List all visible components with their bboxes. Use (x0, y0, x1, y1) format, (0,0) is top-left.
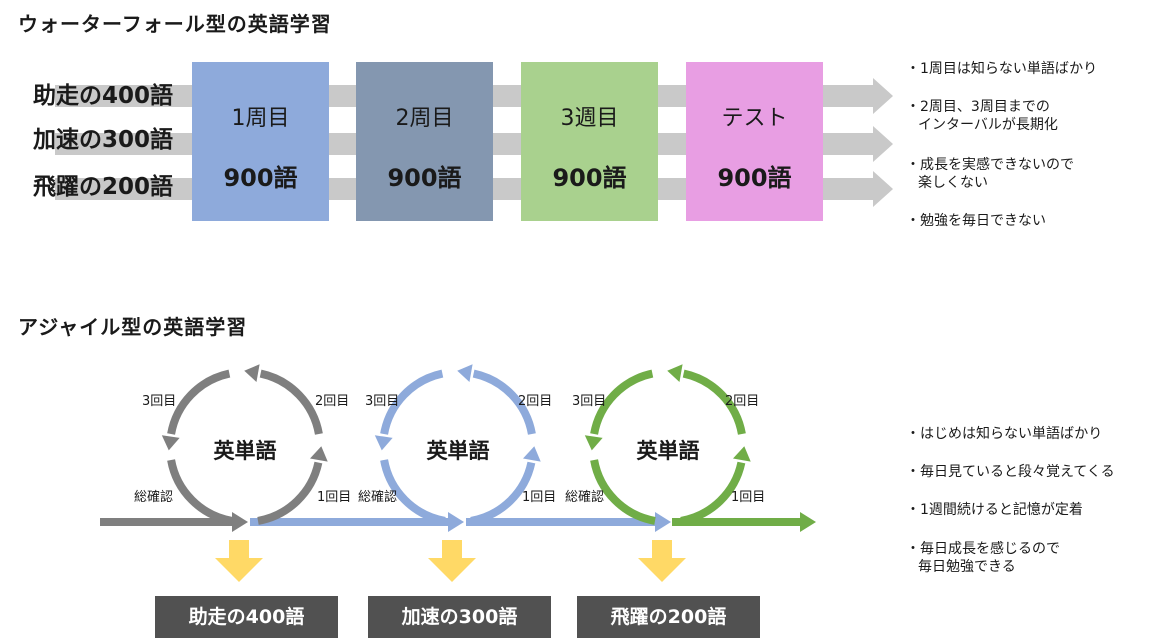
note-line: ・成長を実感できないので (906, 157, 1074, 173)
agile-line-arrowhead-4 (800, 512, 816, 532)
phase-box-3: 3週目 900語 (521, 62, 658, 221)
note-line: インターバルが長期化 (918, 117, 1058, 133)
phase-name: 1周目 (231, 106, 290, 131)
cycle-2-arc-lower-right (470, 461, 536, 525)
cycle-center-label-3: 英単語 (636, 439, 700, 463)
cycle-3-label-1st: 1回目 (731, 490, 766, 505)
agile-line-2 (250, 518, 448, 526)
phase-name: 2周目 (395, 106, 454, 131)
cycle-2-arrowhead-top (457, 364, 473, 383)
cycle-3-arc-upper-left (590, 369, 654, 435)
cycle-1-label-review: 総確認 (134, 490, 174, 505)
cycle-2-label-1st: 1回目 (522, 490, 557, 505)
agile-line-3 (466, 518, 655, 526)
note-line: ・はじめは知らない単語ばかり (906, 426, 1103, 442)
down-arrow-2 (428, 540, 476, 582)
agile-note-2: ・毎日見ていると段々覚えてくる (906, 463, 1115, 481)
phase-count: 900語 (223, 164, 298, 192)
cycle-3-arrowhead-top (667, 364, 683, 383)
cycle-3-label-3rd: 3回目 (572, 394, 607, 409)
cycle-center-label-2: 英単語 (426, 439, 490, 463)
result-box-2: 加速の300語 (368, 596, 551, 638)
agile-line-arrowhead-3 (655, 512, 671, 532)
agile-line-1 (100, 518, 232, 526)
phase-count: 900語 (552, 164, 627, 192)
cycle-1-arc-upper-right (259, 369, 323, 435)
agile-line-arrowhead-1 (232, 512, 248, 532)
phase-name: テスト (721, 106, 788, 131)
cycle-1-arrowhead-right (309, 446, 328, 462)
agile-note-3: ・1週間続けると記憶が定着 (906, 501, 1083, 519)
cycle-1-label-1st: 1回目 (317, 490, 352, 505)
agile-drawing (100, 364, 816, 582)
note-line: ・2周目、3周目までの (906, 99, 1050, 115)
cycle-1-arrowhead-top (244, 364, 260, 383)
note-line: 楽しくない (918, 175, 988, 191)
waterfall-title: ウォーターフォール型の英語学習 (18, 12, 332, 36)
word-group-label-2: 加速の300語 (33, 127, 174, 153)
cycle-2-label-review: 総確認 (358, 490, 398, 505)
waterfall-note-1: ・1周目は知らない単語ばかり (906, 60, 1097, 78)
cycle-3-arc-lower-left (590, 459, 656, 525)
word-group-label-1: 助走の400語 (33, 83, 174, 109)
agile-line-arrowhead-2 (448, 512, 464, 532)
cycle-1-arc-lower-right (257, 461, 323, 525)
phase-box-1: 1周目 900語 (192, 62, 329, 221)
cycle-2-label-3rd: 3回目 (365, 394, 400, 409)
phase-count: 900語 (387, 164, 462, 192)
note-line: ・勉強を毎日できない (906, 213, 1046, 229)
cycle-2-label-2nd: 2回目 (518, 394, 553, 409)
cycle-2-arrowhead-left (374, 435, 393, 451)
waterfall-note-4: ・勉強を毎日できない (906, 212, 1046, 230)
cycle-3-label-review: 総確認 (565, 490, 605, 505)
result-box-1: 助走の400語 (155, 596, 338, 638)
note-line: ・1周目は知らない単語ばかり (906, 61, 1098, 77)
cycle-3-label-2nd: 2回目 (725, 394, 760, 409)
cycle-3-arrowhead-left (584, 435, 603, 451)
result-box-3: 飛躍の200語 (577, 596, 760, 638)
note-line: 毎日勉強できる (918, 559, 1016, 575)
phase-box-4: テスト 900語 (686, 62, 823, 221)
note-line: ・1週間続けると記憶が定着 (906, 502, 1083, 518)
waterfall-note-2: ・2周目、3周目までの インターバルが長期化 (906, 98, 1058, 134)
cycle-2-arc-upper-left (380, 369, 444, 435)
down-arrow-3 (638, 540, 686, 582)
agile-note-1: ・はじめは知らない単語ばかり (906, 425, 1102, 443)
phase-count: 900語 (717, 164, 792, 192)
cycle-1-arc-lower-left (167, 459, 233, 525)
cycle-3-arrowhead-right (732, 446, 751, 462)
cycle-3-arc-upper-right (682, 369, 746, 435)
cycle-3-arc-lower-right (680, 461, 746, 525)
note-line: ・毎日見ていると段々覚えてくる (906, 464, 1115, 480)
cycle-1-arc-upper-left (167, 369, 231, 435)
cycle-2-arrowhead-right (522, 446, 541, 462)
waterfall-note-3: ・成長を実感できないので 楽しくない (906, 156, 1074, 192)
phase-box-2: 2周目 900語 (356, 62, 493, 221)
cycle-1-label-2nd: 2回目 (315, 394, 350, 409)
word-group-label-3: 飛躍の200語 (33, 174, 174, 200)
agile-note-4: ・毎日成長を感じるので 毎日勉強できる (906, 540, 1060, 576)
cycle-1-label-3rd: 3回目 (142, 394, 177, 409)
cycle-center-label-1: 英単語 (213, 439, 277, 463)
agile-title: アジャイル型の英語学習 (18, 315, 248, 339)
down-arrow-1 (215, 540, 263, 582)
cycle-1-arrowhead-left (161, 435, 180, 451)
note-line: ・毎日成長を感じるので (906, 541, 1060, 557)
cycle-2-arc-upper-right (472, 369, 536, 435)
phase-name: 3週目 (560, 106, 619, 131)
cycle-2-arc-lower-left (380, 459, 446, 525)
agile-line-4 (672, 518, 800, 526)
